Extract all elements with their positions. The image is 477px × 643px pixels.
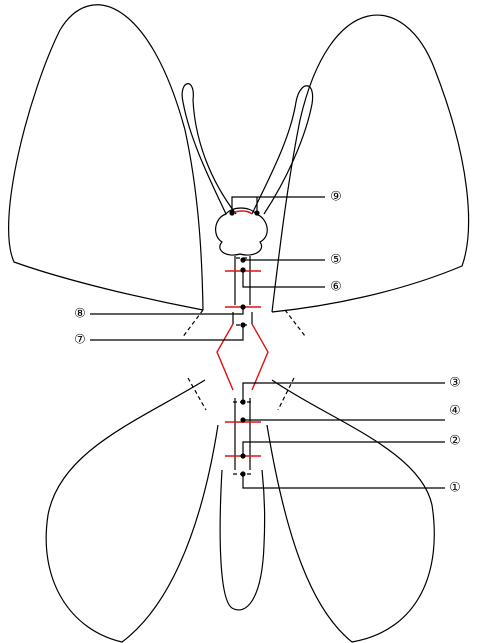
abdomen-tail-outline [220, 470, 265, 610]
callout-dot-8 [240, 304, 245, 309]
callout-dot-4 [240, 417, 245, 422]
callout-dot-6 [240, 267, 245, 272]
upper-right-wing-outline [272, 15, 469, 312]
callout-dot-2 [240, 453, 245, 458]
leader-line-6 [243, 270, 325, 287]
callout-label-8: ⑧ [74, 307, 86, 322]
callout-label-7: ⑦ [74, 333, 86, 348]
callout-dot-1 [240, 471, 245, 476]
leader-line-1 [243, 474, 445, 488]
fold-line-lower-left [188, 378, 206, 410]
callout-dot-7 [240, 322, 245, 327]
lower-left-wing-outline [46, 380, 218, 642]
callout-label-9: ⑨ [330, 190, 342, 205]
callout-dot-3 [240, 399, 245, 404]
upper-left-wing-outline [9, 5, 203, 310]
leader-line-3 [243, 383, 445, 402]
head-outline [216, 208, 268, 255]
callout-label-2: ② [449, 434, 461, 449]
callout-dot-9b [254, 210, 259, 215]
lower-right-wing-outline [267, 380, 434, 642]
callout-label-4: ④ [449, 404, 461, 419]
callout-label-3: ③ [449, 376, 461, 391]
left-antenna-outline [182, 84, 236, 214]
leader-line-2 [243, 442, 445, 456]
fold-line-upper-right [285, 310, 305, 336]
callout-dot-9a [229, 210, 234, 215]
callout-label-6: ⑥ [330, 280, 342, 295]
callout-label-5: ⑤ [330, 253, 342, 268]
callout-dot-5 [240, 257, 245, 262]
leader-line-8 [90, 307, 243, 314]
callout-label-1: ① [449, 481, 461, 496]
leader-line-7 [90, 325, 243, 340]
callout-leaders [90, 197, 445, 488]
